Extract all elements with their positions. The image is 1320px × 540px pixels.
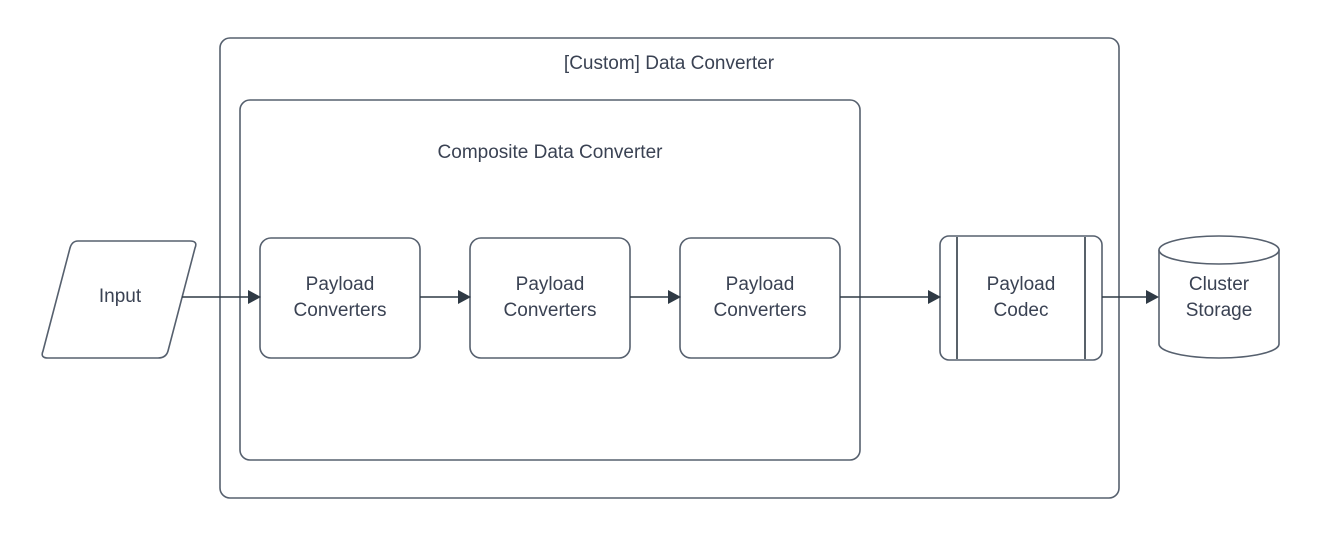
payload-converters-3-label-line-2: Converters — [714, 300, 807, 321]
inner-container-title: Composite Data Converter — [438, 142, 664, 163]
edge-input-to-converter-1-arrowhead — [248, 290, 261, 304]
outer-container-custom-data-converter[interactable]: [Custom] Data Converter — [219, 37, 1120, 499]
cluster-storage-label-line-1: Cluster — [1189, 274, 1250, 295]
edge-payload-codec-to-cluster-storage-arrowhead — [1146, 290, 1159, 304]
edge-converter-1-to-converter-2 — [420, 290, 471, 304]
payload-codec-label-line-2: Codec — [994, 300, 1049, 321]
edge-converter-3-to-payload-codec-arrowhead — [928, 290, 941, 304]
payload-converters-2-label-line-2: Converters — [504, 300, 597, 321]
inner-container-border — [239, 99, 861, 461]
payload-converters-2-box — [469, 237, 631, 359]
payload-codec-label-line-1: Payload — [987, 274, 1056, 295]
edge-input-to-converter-1 — [182, 290, 261, 304]
payload-codec-box — [939, 235, 1103, 361]
edge-converter-3-to-payload-codec — [840, 290, 941, 304]
cluster-storage-body — [1158, 249, 1280, 359]
payload-converters-1-label-line-1: Payload — [306, 274, 375, 295]
payload-converters-3-box — [679, 237, 841, 359]
cluster-storage-label-line-2: Storage — [1186, 300, 1253, 321]
payload-converters-3-label-line-1: Payload — [726, 274, 795, 295]
cluster-storage-top-ellipse — [1158, 235, 1280, 265]
outer-container-title: [Custom] Data Converter — [564, 53, 775, 74]
node-input[interactable]: Input — [41, 240, 197, 359]
edge-converter-2-to-converter-3 — [630, 290, 681, 304]
payload-converters-1-box — [259, 237, 421, 359]
node-payload-converters-1[interactable]: Payload Converters — [259, 237, 421, 359]
node-cluster-storage[interactable]: Cluster Storage — [1158, 235, 1280, 359]
inner-container-composite-data-converter[interactable]: Composite Data Converter — [239, 99, 861, 461]
edge-converter-2-to-converter-3-arrowhead — [668, 290, 681, 304]
outer-container-border — [219, 37, 1120, 499]
payload-converters-2-label-line-1: Payload — [516, 274, 585, 295]
edge-payload-codec-to-cluster-storage — [1102, 290, 1159, 304]
node-payload-converters-2[interactable]: Payload Converters — [469, 237, 631, 359]
node-payload-converters-3[interactable]: Payload Converters — [679, 237, 841, 359]
input-label: Input — [99, 286, 142, 307]
edge-converter-1-to-converter-2-arrowhead — [458, 290, 471, 304]
input-parallelogram-shape — [41, 240, 197, 359]
node-payload-codec[interactable]: Payload Codec — [939, 235, 1103, 361]
payload-converters-1-label-line-2: Converters — [294, 300, 387, 321]
